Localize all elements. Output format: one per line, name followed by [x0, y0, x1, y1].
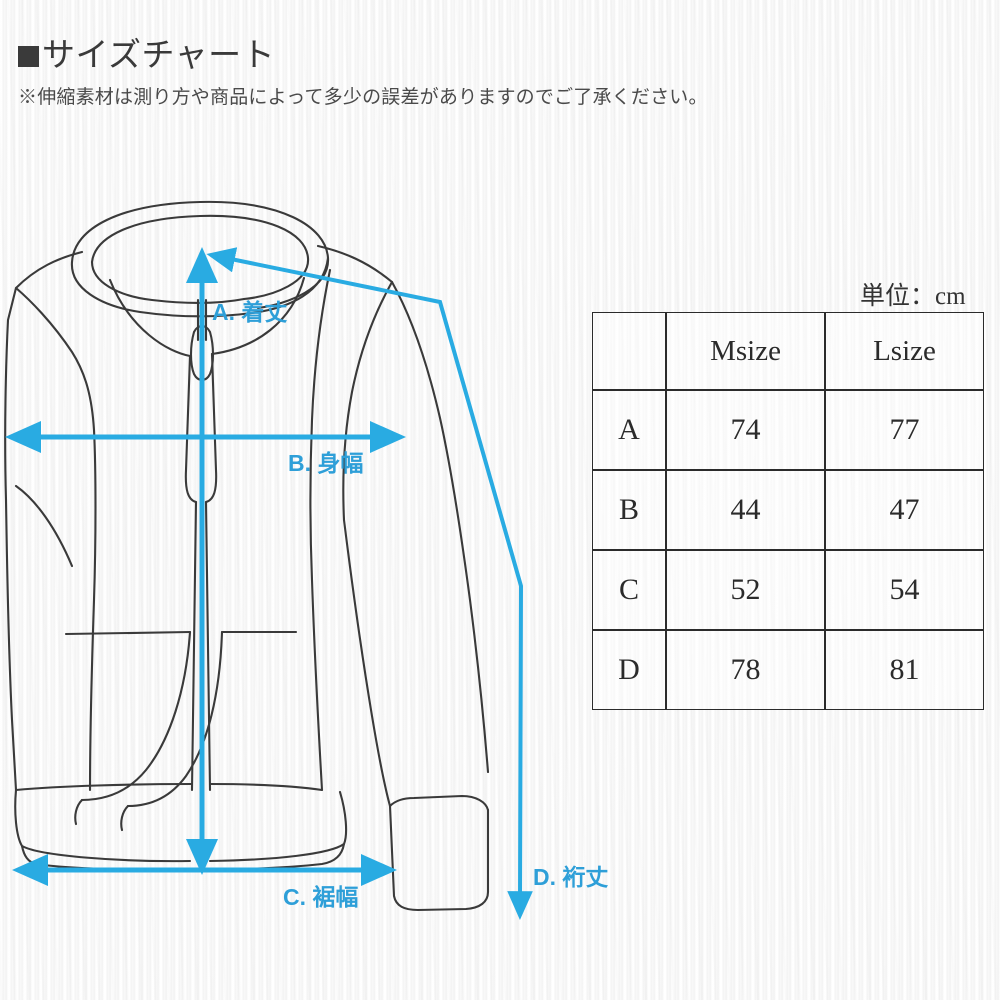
size-table: Msize Lsize A 74 77 B 44 47 C 52 54 D 78: [592, 312, 984, 710]
raglan-right-seam: [342, 280, 394, 522]
cell-c-lsize: 54: [825, 550, 984, 630]
row-key-a: A: [592, 390, 666, 470]
cell-b-lsize: 47: [825, 470, 984, 550]
header-cell-msize: Msize: [666, 312, 825, 390]
sleeve-right-outer: [390, 280, 490, 774]
body-left-inner-seam: [14, 286, 97, 792]
hem-top-edge: [14, 782, 324, 792]
placket-left: [184, 354, 198, 504]
hood-front-left-edge: [108, 278, 192, 358]
hood-inner-bottom: [90, 260, 246, 304]
black-square-bullet-icon: [18, 46, 39, 67]
cell-d-lsize: 81: [825, 630, 984, 710]
row-key-c: C: [592, 550, 666, 630]
hem-band: [14, 788, 348, 863]
size-table-container: Msize Lsize A 74 77 B 44 47 C 52 54 D 78: [592, 312, 984, 710]
measure-line-d: [206, 247, 533, 920]
row-key-b: B: [592, 470, 666, 550]
table-row: A 74 77: [592, 390, 984, 470]
page-title-text: サイズチャート: [42, 38, 276, 74]
pocket-right-end: [120, 804, 130, 832]
measure-label-b: B. 身幅: [288, 450, 363, 476]
row-key-d: D: [592, 630, 666, 710]
disclaimer-note: ※伸縮素材は測り方や商品によって多少の誤差がありますのでご了承ください。: [18, 87, 708, 108]
cell-a-msize: 74: [666, 390, 825, 470]
pocket-left-top: [64, 630, 192, 636]
body-left-outline: [4, 250, 84, 792]
table-row: B 44 47: [592, 470, 984, 550]
pocket-left-end: [74, 798, 84, 826]
page-title: サイズチャート: [18, 28, 275, 76]
header-cell-lsize: Lsize: [825, 312, 984, 390]
measure-label-a: A. 着丈: [212, 299, 287, 325]
cell-a-lsize: 77: [825, 390, 984, 470]
body-left-side-seam: [14, 484, 74, 568]
sleeve-cuff-body: [388, 804, 490, 912]
body-right-outline: [309, 268, 332, 792]
cell-c-msize: 52: [666, 550, 825, 630]
table-row: D 78 81: [592, 630, 984, 710]
sleeve-cuff-top: [388, 794, 490, 812]
pocket-left-curve-outer: [80, 630, 192, 802]
zipper-left-line: [190, 500, 198, 792]
cell-d-msize: 78: [666, 630, 825, 710]
header-cell-blank: [592, 312, 666, 390]
measure-label-c: C. 裾幅: [283, 884, 358, 910]
cell-b-msize: 44: [666, 470, 825, 550]
measure-label-d: D. 裄丈: [533, 864, 608, 890]
table-row: C 52 54: [592, 550, 984, 630]
unit-label: 単位：cm: [860, 283, 966, 310]
sleeve-right-inner: [342, 518, 392, 808]
table-header-row: Msize Lsize: [592, 312, 984, 390]
zipper-right-line: [204, 500, 212, 792]
